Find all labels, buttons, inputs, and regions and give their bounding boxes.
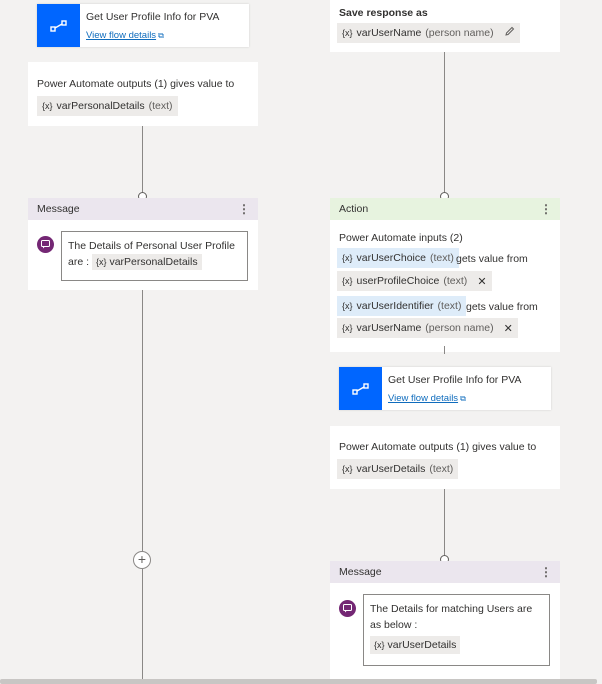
variable-name: varPersonalDetails xyxy=(56,100,145,112)
message-text-box[interactable]: The Details for matching Users are as be… xyxy=(363,594,550,666)
horizontal-scrollbar[interactable] xyxy=(0,679,597,684)
flow-title: Get User Profile Info for PVA xyxy=(388,374,522,386)
gets-value-from-text: gets value from xyxy=(466,301,538,313)
variable-type: (person name) xyxy=(425,27,494,39)
message-variable-chip: {x}varPersonalDetails xyxy=(91,254,202,270)
variable-type: (text) xyxy=(429,252,454,264)
variable-name: varUserIdentifier xyxy=(356,300,434,312)
variable-icon: {x} xyxy=(342,253,353,263)
message-text: The Details for matching Users are as be… xyxy=(370,603,533,631)
left-flow-card[interactable]: Get User Profile Info for PVA View flow … xyxy=(37,4,249,47)
close-icon[interactable]: ✕ xyxy=(503,322,513,335)
gets-value-from-text: gets value from xyxy=(456,253,528,265)
output-variable-chip[interactable]: {x} varPersonalDetails (text) xyxy=(37,96,178,116)
view-flow-details-link[interactable]: View flow details xyxy=(388,393,459,404)
save-response-label: Save response as xyxy=(339,7,428,19)
message-bubble-icon xyxy=(339,600,356,617)
more-options-icon[interactable]: ⋮ xyxy=(238,202,250,216)
action-header-title: Action xyxy=(339,203,369,215)
input-target-chip[interactable]: {x} varUserChoice (text) xyxy=(337,248,459,268)
flow-title: Get User Profile Info for PVA xyxy=(86,11,220,23)
variable-name: varPersonalDetails xyxy=(109,256,198,268)
flow-icon xyxy=(37,4,80,47)
input-target-chip[interactable]: {x} varUserIdentifier (text) xyxy=(337,296,467,316)
connector-line xyxy=(444,346,445,354)
connector-line xyxy=(142,290,143,552)
variable-name: varUserName xyxy=(356,322,422,334)
message-variable-chip: {x}varUserDetails xyxy=(370,636,461,654)
message-header: Message ⋮ xyxy=(28,198,258,220)
save-response-variable-chip[interactable]: {x} varUserName (person name) xyxy=(337,23,520,43)
inputs-label: Power Automate inputs (2) xyxy=(339,232,463,244)
message-header-title: Message xyxy=(339,566,382,578)
message-header-title: Message xyxy=(37,203,80,215)
add-node-button[interactable]: + xyxy=(133,551,151,569)
variable-icon: {x} xyxy=(342,464,353,474)
right-flow-card[interactable]: Get User Profile Info for PVA View flow … xyxy=(339,367,551,410)
variable-name: varUserName xyxy=(356,27,422,39)
variable-name: varUserDetails xyxy=(356,463,426,475)
connector-line xyxy=(444,52,445,194)
action-node: Action ⋮ xyxy=(330,198,560,489)
connector-line xyxy=(444,489,445,557)
input-source-chip[interactable]: {x} userProfileChoice (text) ✕ xyxy=(337,271,492,291)
external-link-icon: ⧉ xyxy=(158,31,164,40)
left-outputs-section xyxy=(28,62,258,126)
variable-name: varUserDetails xyxy=(387,639,457,651)
connector-line xyxy=(444,666,445,679)
variable-icon: {x} xyxy=(95,257,107,267)
variable-icon: {x} xyxy=(42,101,53,111)
more-options-icon[interactable]: ⋮ xyxy=(540,202,552,216)
external-link-icon: ⧉ xyxy=(460,394,466,403)
connector-line xyxy=(142,569,143,679)
variable-icon: {x} xyxy=(342,301,353,311)
variable-type: (text) xyxy=(148,100,173,112)
variable-icon: {x} xyxy=(342,276,353,286)
variable-name: userProfileChoice xyxy=(356,275,440,287)
variable-type: (text) xyxy=(429,463,454,475)
output-variable-chip[interactable]: {x} varUserDetails (text) xyxy=(337,459,459,479)
flow-icon xyxy=(339,367,382,410)
outputs-label: Power Automate outputs (1) gives value t… xyxy=(37,78,235,90)
edit-pencil-icon[interactable] xyxy=(504,26,515,40)
variable-name: varUserChoice xyxy=(356,252,426,264)
message-bubble-icon xyxy=(37,236,54,253)
connector-line xyxy=(142,126,143,194)
view-flow-details-link[interactable]: View flow details xyxy=(86,30,157,41)
variable-icon: {x} xyxy=(342,323,353,333)
outputs-label: Power Automate outputs (1) gives value t… xyxy=(339,441,537,453)
variable-type: (text) xyxy=(437,300,462,312)
message-header: Message ⋮ xyxy=(330,561,560,583)
more-options-icon[interactable]: ⋮ xyxy=(540,565,552,579)
variable-icon: {x} xyxy=(342,28,353,38)
variable-icon: {x} xyxy=(374,640,385,650)
message-text: The Details of Personal User Profile are… xyxy=(68,240,235,268)
variable-type: (person name) xyxy=(425,322,494,334)
variable-type: (text) xyxy=(443,275,468,287)
input-source-chip[interactable]: {x} varUserName (person name) ✕ xyxy=(337,318,518,338)
message-text-box[interactable]: The Details of Personal User Profile are… xyxy=(61,231,248,281)
close-icon[interactable]: ✕ xyxy=(477,275,487,288)
action-header: Action ⋮ xyxy=(330,198,560,220)
